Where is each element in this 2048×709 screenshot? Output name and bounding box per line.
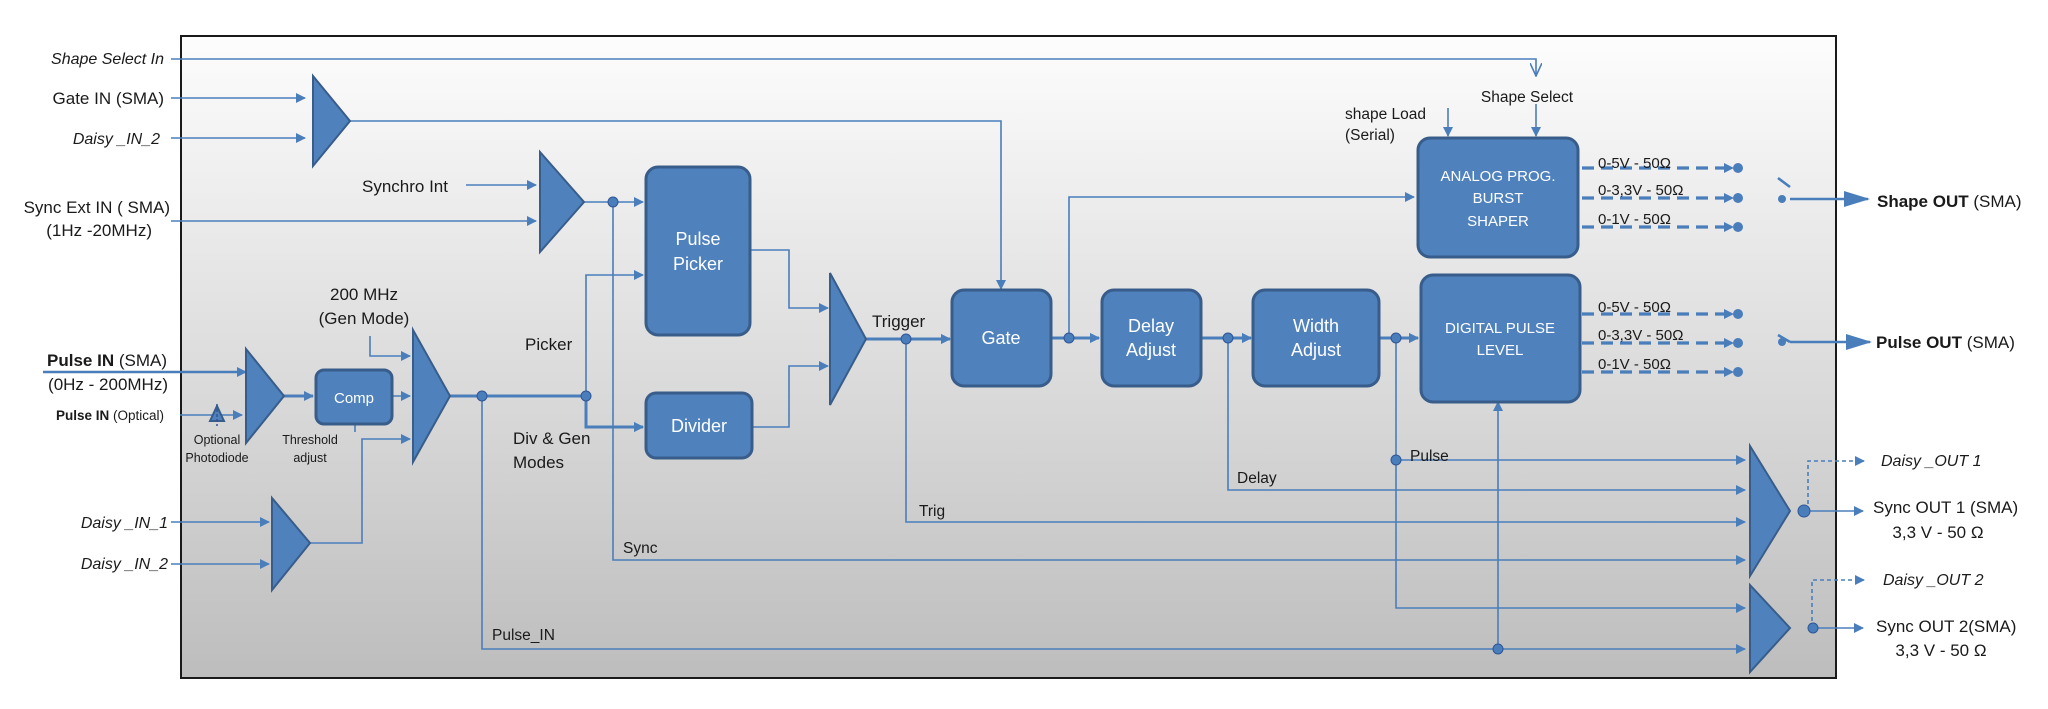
gate-block xyxy=(950,288,1053,388)
digital-label-2: LEVEL xyxy=(1477,342,1524,359)
delay-label-2: Adjust xyxy=(1126,340,1176,360)
gen-mux xyxy=(412,326,452,466)
output-level-lines xyxy=(1582,163,1734,377)
pulse-level-2: 0-3,3V - 50Ω xyxy=(1598,327,1683,344)
analog-burst-shaper-block xyxy=(1416,136,1580,259)
trigger-label: Trigger xyxy=(872,312,926,331)
optional-label-2: Photodiode xyxy=(185,451,248,465)
shape-level-3: 0-1V - 50Ω xyxy=(1598,211,1671,228)
daisy-in-2-top-label: Daisy _IN_2 xyxy=(73,131,160,148)
sync-out-lines xyxy=(1806,506,1864,633)
main-signal-path xyxy=(284,333,1419,432)
blocks xyxy=(314,136,1582,460)
junction-dots xyxy=(476,196,1819,655)
sync-out-1-label-1: Sync OUT 1 (SMA) xyxy=(1873,498,2018,517)
delay-bus-label: Delay xyxy=(1237,470,1277,487)
shape-level-2: 0-3,3V - 50Ω xyxy=(1598,182,1683,199)
width-label-2: Adjust xyxy=(1291,340,1341,360)
threshold-label-2: adjust xyxy=(293,451,327,465)
comp-block xyxy=(314,368,394,426)
shape-select-in-label: Shape Select In xyxy=(51,51,164,68)
pulse-bus-label: Pulse xyxy=(1410,448,1449,465)
pulse-in-optical-label: Pulse IN (Optical) xyxy=(56,408,164,423)
daisy-in-buffer xyxy=(271,495,312,593)
daisy-out-lines xyxy=(1807,456,1865,628)
pulse-level-1: 0-5V - 50Ω xyxy=(1598,299,1671,316)
pulse-in-range-label: (0Hz - 200MHz) xyxy=(48,375,168,394)
switch-contacts xyxy=(1733,163,1786,377)
pulse-picker-label-2: Picker xyxy=(673,254,723,274)
width-label-1: Width xyxy=(1293,316,1339,336)
shape-out-label: Shape OUT (SMA) xyxy=(1877,192,2022,211)
analog-label-1: ANALOG PROG. xyxy=(1440,168,1555,185)
digital-label-1: DIGITAL PULSE xyxy=(1445,320,1555,337)
connections xyxy=(43,58,1746,654)
gate-label: Gate xyxy=(981,328,1020,348)
daisy-out-1-label: Daisy _OUT 1 xyxy=(1881,453,1981,470)
width-adjust-block xyxy=(1251,288,1381,388)
comp-label: Comp xyxy=(334,390,374,407)
synchro-int-label: Synchro Int xyxy=(362,177,448,196)
sync-out-2-label-2: 3,3 V - 50 Ω xyxy=(1895,641,1986,660)
shape-level-1: 0-5V - 50Ω xyxy=(1598,155,1671,172)
digital-pulse-level-block xyxy=(1419,273,1582,404)
trigger-mux xyxy=(829,272,868,406)
gate-buffer xyxy=(312,73,352,169)
sync-out-1-label-2: 3,3 V - 50 Ω xyxy=(1892,523,1983,542)
pulse-in-bus-label: Pulse_IN xyxy=(492,627,555,644)
pulse-in-label: Pulse IN (SMA) xyxy=(47,351,167,370)
gate-in-label: Gate IN (SMA) xyxy=(53,89,164,108)
divgen-label-2: Modes xyxy=(513,453,564,472)
delay-adjust-block xyxy=(1100,288,1203,388)
sync-ext-in-label-1: Sync Ext IN ( SMA) xyxy=(24,198,170,217)
analog-label-3: SHAPER xyxy=(1467,213,1529,230)
optional-label-1: Optional xyxy=(194,433,241,447)
divgen-label-1: Div & Gen xyxy=(513,429,590,448)
pulse-picker-label-1: Pulse xyxy=(675,229,720,249)
picker-label: Picker xyxy=(525,335,573,354)
threshold-label-1: Threshold xyxy=(282,433,338,447)
divider-block xyxy=(644,391,754,460)
pulse-in-buffer xyxy=(245,346,286,446)
sync-out-2-mux xyxy=(1749,582,1792,675)
divider-label: Divider xyxy=(671,416,727,436)
daisy-out-2-label: Daisy _OUT 2 xyxy=(1883,572,1984,589)
gen-mode-label-2: (Gen Mode) xyxy=(319,309,410,328)
trig-bus-label: Trig xyxy=(919,503,945,520)
buffers xyxy=(208,73,1792,675)
output-switches xyxy=(1777,176,1872,350)
sync-buffer xyxy=(539,149,586,255)
pulse-picker-block xyxy=(644,165,752,337)
sync-ext-in-label-2: (1Hz -20MHz) xyxy=(46,221,152,240)
pulse-out-label: Pulse OUT (SMA) xyxy=(1876,333,2015,352)
daisy-in-1-label: Daisy _IN_1 xyxy=(81,515,168,532)
gen-mode-label-1: 200 MHz xyxy=(330,285,398,304)
analog-label-2: BURST xyxy=(1473,190,1524,207)
sync-out-1-mux xyxy=(1749,442,1792,580)
shape-load-label-1: shape Load xyxy=(1345,106,1426,123)
shape-select-label: Shape Select xyxy=(1481,89,1574,106)
shape-load-label-2: (Serial) xyxy=(1345,127,1395,144)
sync-bus-label: Sync xyxy=(623,540,658,557)
delay-label-1: Delay xyxy=(1128,316,1174,336)
pulse-level-3: 0-1V - 50Ω xyxy=(1598,356,1671,373)
daisy-in-2-bottom-label: Daisy _IN_2 xyxy=(81,556,168,573)
sync-out-2-label-1: Sync OUT 2(SMA) xyxy=(1876,617,2016,636)
